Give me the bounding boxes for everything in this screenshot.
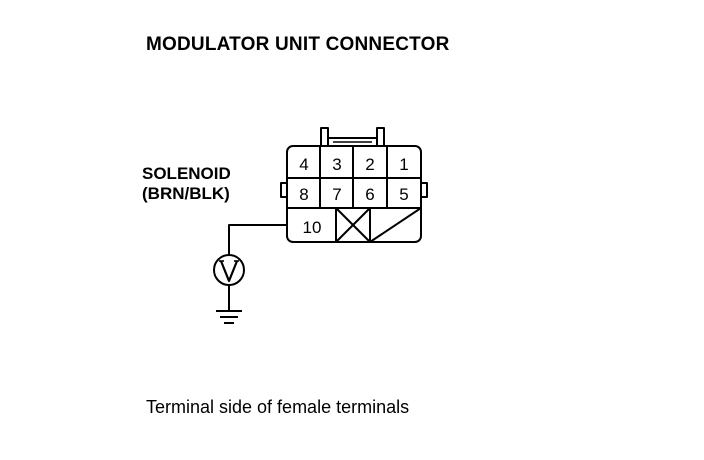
terminal-10: 10: [303, 218, 322, 237]
diagram-caption: Terminal side of female terminals: [146, 397, 410, 417]
terminal-2: 2: [365, 155, 374, 174]
blocked-cavity-slash: [369, 207, 422, 243]
terminal-7: 7: [332, 185, 341, 204]
terminal-1: 1: [399, 155, 408, 174]
terminal-5: 5: [399, 185, 408, 204]
terminal-3: 3: [332, 155, 341, 174]
diagram-title: MODULATOR UNIT CONNECTOR: [146, 34, 450, 55]
terminal-4: 4: [299, 155, 308, 174]
terminal-6: 6: [365, 185, 374, 204]
connector-side-tab-left: [280, 182, 287, 198]
terminal-8: 8: [299, 185, 308, 204]
wire-label-color: (BRN/BLK): [142, 184, 230, 203]
probe-wire: [228, 224, 287, 255]
wire-label-solenoid: SOLENOID: [142, 164, 231, 183]
blocked-cavity-cross: [335, 207, 371, 243]
ground-icon: [216, 285, 242, 324]
connector-side-tab-right: [421, 182, 428, 198]
